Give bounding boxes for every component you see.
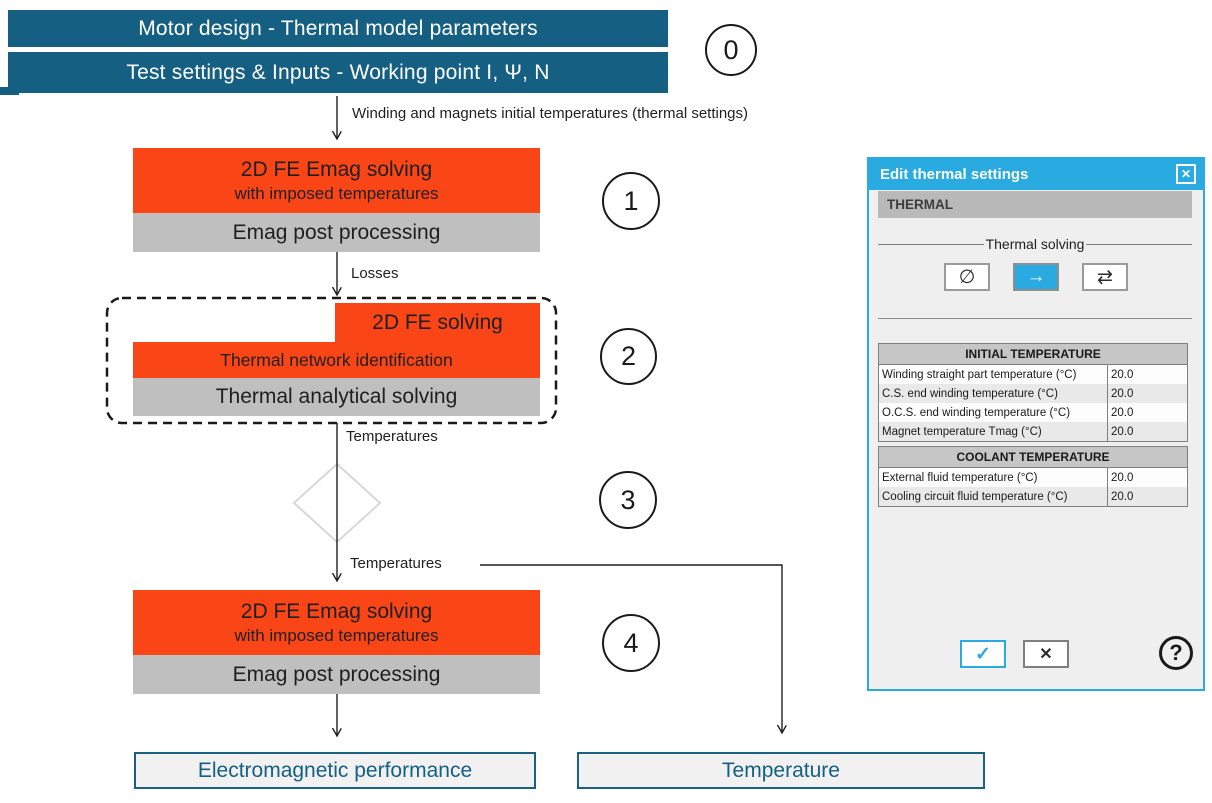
label-initial-temperatures: Winding and magnets initial temperatures…: [352, 105, 749, 122]
thermal-section-header: THERMAL: [878, 191, 1192, 218]
param-value-field[interactable]: 20.0: [1107, 487, 1187, 506]
dialog-close-icon[interactable]: ✕: [1176, 164, 1196, 184]
step-badge-1-label: 1: [623, 185, 639, 216]
param-label: C.S. end winding temperature (°C): [882, 387, 1058, 400]
dialog-divider: [878, 318, 1192, 319]
step1-line2: with imposed temperatures: [234, 184, 439, 203]
thermal-solving-group: Thermal solving: [878, 236, 1193, 252]
group-line-left: [878, 243, 984, 245]
group-line-right: [1086, 243, 1193, 245]
step-badge-4-label: 4: [623, 627, 639, 658]
step4-post-processing-block: Emag post processing: [133, 655, 540, 694]
edit-thermal-settings-dialog: Edit thermal settings ✕ THERMAL Thermal …: [867, 157, 1205, 691]
table-row: Winding straight part temperature (°C) 2…: [879, 365, 1187, 384]
table-row: C.S. end winding temperature (°C) 20.0: [879, 384, 1187, 403]
step1-post-label: Emag post processing: [232, 220, 441, 244]
step2-network-identification-block: Thermal network identification: [133, 342, 540, 378]
cancel-x-icon: ✕: [1039, 646, 1053, 663]
param-label: Cooling circuit fluid temperature (°C): [882, 490, 1068, 503]
step2-analytical-label: Thermal analytical solving: [215, 385, 458, 408]
output-emag-label: Electromagnetic performance: [197, 758, 473, 782]
one-way-solving-button[interactable]: →: [1013, 263, 1059, 291]
iterative-solving-button[interactable]: ⇄: [1082, 263, 1128, 291]
step-badge-3: 3: [599, 471, 657, 529]
close-icon: ✕: [1180, 167, 1192, 181]
step-badge-2: 2: [600, 328, 657, 385]
check-icon: ✓: [975, 643, 991, 665]
banner-notch: [0, 87, 19, 95]
label-temperatures-2: Temperatures: [350, 555, 442, 572]
param-label: Magnet temperature Tmag (°C): [882, 425, 1042, 438]
help-button[interactable]: ?: [1159, 636, 1193, 670]
step2-fe-label: 2D FE solving: [372, 310, 503, 334]
param-value-field[interactable]: 20.0: [1107, 384, 1187, 403]
step4-line2: with imposed temperatures: [234, 626, 439, 645]
question-mark-icon: ?: [1169, 640, 1183, 665]
label-temperatures-1: Temperatures: [346, 428, 438, 445]
step4-post-label: Emag post processing: [232, 662, 441, 686]
initial-temperature-header: INITIAL TEMPERATURE: [879, 344, 1187, 365]
thermal-solving-label: Thermal solving: [985, 236, 1085, 252]
initial-temperature-table: INITIAL TEMPERATURE Winding straight par…: [878, 343, 1188, 442]
step2-analytical-solving-block: Thermal analytical solving: [133, 378, 540, 416]
dialog-title: Edit thermal settings: [880, 166, 1029, 183]
step1-post-processing-block: Emag post processing: [133, 213, 540, 252]
step2-fe-solving-block: 2D FE solving: [335, 303, 540, 342]
table-row: Cooling circuit fluid temperature (°C) 2…: [879, 487, 1187, 506]
cancel-button[interactable]: ✕: [1023, 640, 1069, 668]
dialog-titlebar[interactable]: Edit thermal settings: [869, 159, 1203, 190]
ok-button[interactable]: ✓: [960, 640, 1006, 668]
step4-emag-solving-block: 2D FE Emag solving with imposed temperat…: [133, 590, 540, 655]
thermal-solving-options: ∅ → ⇄: [869, 263, 1203, 291]
step-badge-0: 0: [705, 24, 757, 76]
table-row: O.C.S. end winding temperature (°C) 20.0: [879, 403, 1187, 422]
thermal-section-label: THERMAL: [887, 197, 953, 212]
param-value-field[interactable]: 20.0: [1107, 422, 1187, 441]
table-row: Magnet temperature Tmag (°C) 20.0: [879, 422, 1187, 441]
param-value-field[interactable]: 20.0: [1107, 403, 1187, 422]
no-thermal-solving-button[interactable]: ∅: [944, 263, 990, 291]
output-electromagnetic-performance: Electromagnetic performance: [134, 752, 536, 789]
banner-motor-design: Motor design - Thermal model parameters: [8, 10, 668, 47]
coolant-temperature-table: COOLANT TEMPERATURE External fluid tempe…: [878, 446, 1188, 507]
banner-test-settings: Test settings & Inputs - Working point I…: [8, 52, 668, 93]
banner-test-settings-label: Test settings & Inputs - Working point I…: [126, 60, 550, 84]
param-label: External fluid temperature (°C): [882, 471, 1038, 484]
table-row: External fluid temperature (°C) 20.0: [879, 468, 1187, 487]
arrow-temperatures-branch: [480, 564, 782, 733]
step-badge-2-label: 2: [620, 341, 637, 371]
param-label: Winding straight part temperature (°C): [882, 368, 1077, 381]
step-badge-4: 4: [602, 614, 660, 672]
step1-emag-solving-block: 2D FE Emag solving with imposed temperat…: [133, 148, 540, 213]
output-temperature: Temperature: [577, 752, 985, 789]
output-temperature-label: Temperature: [722, 758, 840, 782]
param-label: O.C.S. end winding temperature (°C): [882, 406, 1071, 419]
step-badge-0-label: 0: [723, 34, 739, 65]
label-losses: Losses: [351, 265, 399, 282]
dashed-group-step2: [105, 296, 558, 425]
banner-motor-design-label: Motor design - Thermal model parameters: [138, 16, 538, 40]
step2-network-label: Thermal network identification: [220, 349, 453, 370]
iterative-arrows-icon: ⇄: [1097, 266, 1113, 288]
param-value-field[interactable]: 20.0: [1107, 468, 1187, 487]
step4-line1: 2D FE Emag solving: [240, 600, 433, 623]
step-badge-3-label: 3: [620, 484, 636, 515]
one-way-arrow-icon: →: [1026, 266, 1046, 287]
step1-line1: 2D FE Emag solving: [240, 158, 433, 181]
step-badge-1: 1: [602, 172, 660, 230]
coolant-temperature-header: COOLANT TEMPERATURE: [879, 447, 1187, 468]
param-value-field[interactable]: 20.0: [1107, 365, 1187, 384]
no-solving-icon: ∅: [958, 266, 976, 288]
